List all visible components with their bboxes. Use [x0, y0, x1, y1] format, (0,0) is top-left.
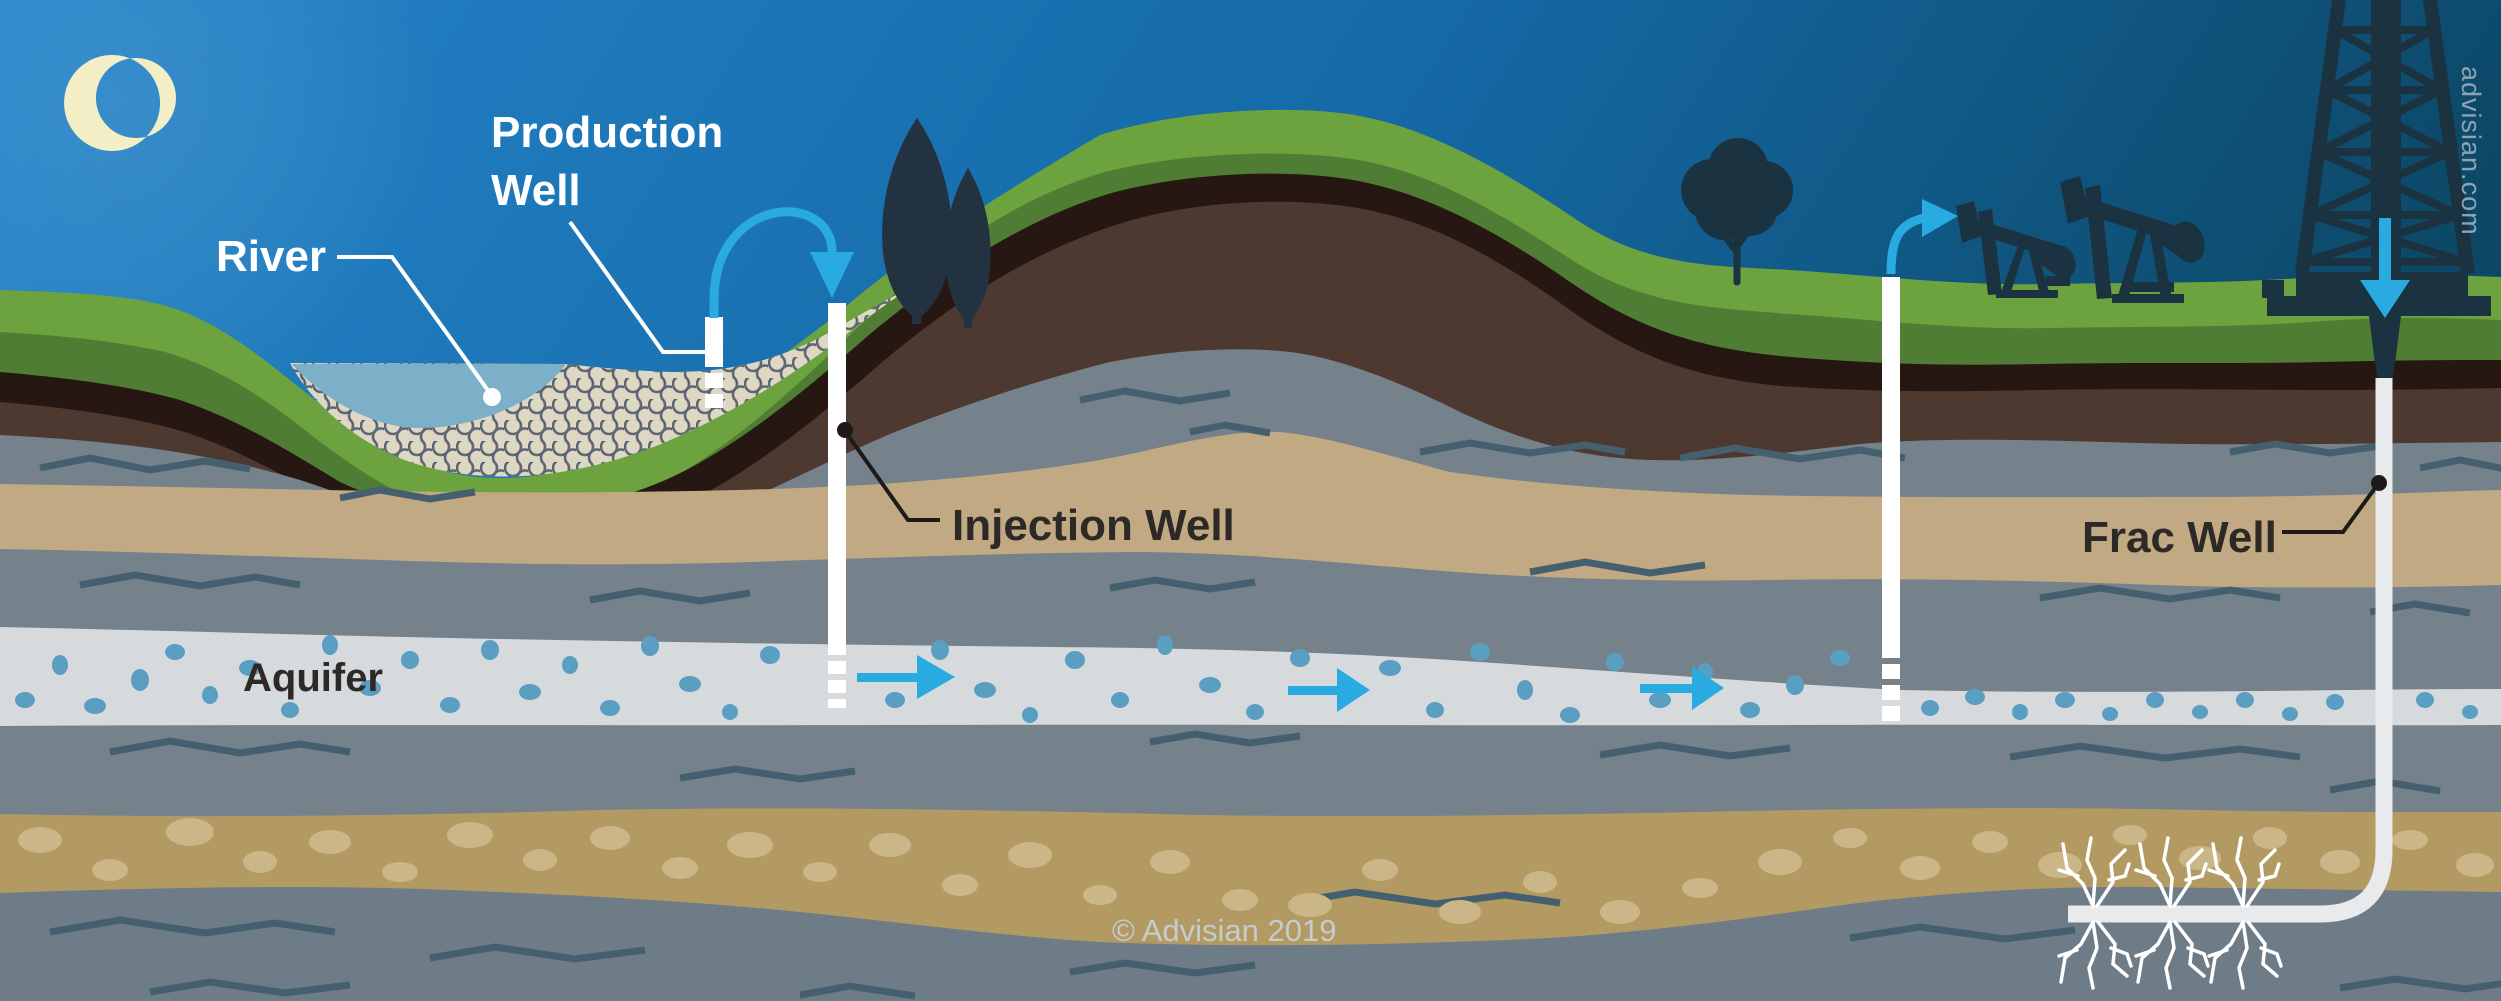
injection-well-leader-line [843, 429, 940, 522]
layer-rock-gray-4 [0, 886, 2501, 1001]
production-well-casing [705, 317, 723, 408]
derrick-down-arrowhead-icon [2360, 280, 2410, 318]
moon-icon [64, 55, 176, 151]
diagram-labels: Production Well River Injection Well Aqu… [216, 66, 2486, 948]
aquifer-flow-arrow [857, 655, 955, 699]
website-watermark: advisian.com [2456, 66, 2486, 236]
river-basin [252, 288, 910, 477]
frac-well-pipe [2057, 378, 2393, 990]
production-to-injection-arc [709, 207, 837, 318]
copyright-text: © Advisian 2019 [1112, 913, 1337, 948]
production-well-label-line2: Well [491, 166, 581, 215]
aquifer-water-dots [15, 635, 2478, 723]
river-water [292, 364, 566, 428]
cypress-trees-icon [882, 118, 991, 328]
injection-arrowhead-icon [810, 252, 854, 298]
strata-layers [0, 109, 2501, 1001]
frac-well-label: Frac Well [2082, 513, 2277, 562]
rock-squiggles [39, 387, 2501, 1000]
water-well-arc [1886, 213, 1926, 275]
gravel-pebbles [18, 818, 2494, 924]
production-well-leader-line [568, 220, 706, 354]
river-label: River [216, 232, 326, 281]
water-well-arrowhead-icon [1922, 199, 1958, 237]
river-leader-line [337, 255, 494, 398]
frac-well-leader-line [2282, 482, 2380, 534]
pumpjack-icon-small [1956, 201, 2076, 298]
aquifer-label: Aquifer [243, 656, 383, 700]
water-supply-well-casing [1882, 277, 1900, 721]
pumpjack-icon-large [2060, 176, 2284, 303]
injection-well-casing [828, 303, 846, 708]
deciduous-tree-icon [1681, 138, 1793, 286]
frac-leader-dot [2371, 475, 2387, 491]
aquifer-flow-arrow [1288, 668, 1370, 712]
riverbed-circle-pattern [252, 288, 910, 477]
leader-lines [337, 220, 2387, 534]
river-leader-dot [483, 388, 501, 406]
production-well-label-line1: Production [491, 108, 723, 157]
aquifer-flow-arrow [1640, 666, 1724, 710]
injection-leader-dot [837, 422, 853, 438]
flow-arrows [709, 199, 2410, 712]
derrick-down-arrow-shaft [2379, 218, 2391, 282]
injection-well-label: Injection Well [952, 501, 1235, 550]
